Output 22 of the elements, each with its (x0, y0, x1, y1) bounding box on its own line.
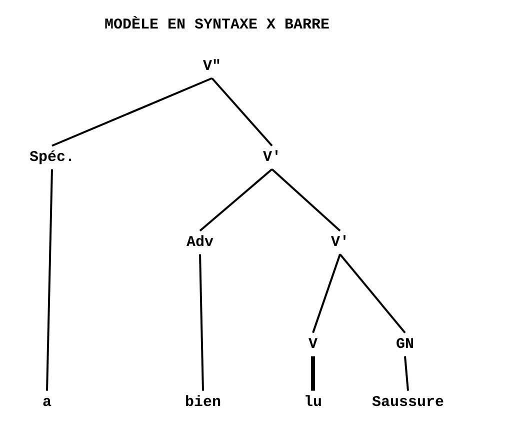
tree-branch (311, 356, 315, 391)
word-label: a (42, 394, 52, 412)
category-label: V (308, 336, 318, 354)
tree-branch (52, 77, 212, 147)
tree-branch (211, 78, 273, 146)
tree-branch (199, 254, 204, 391)
tree-branch (199, 168, 273, 232)
tree-branch (339, 254, 406, 334)
word-label: Saussure (372, 394, 444, 412)
category-label: V' (263, 150, 281, 166)
tree-branch (312, 254, 341, 334)
word-label: bien (185, 394, 221, 412)
category-label: V" (203, 58, 221, 76)
title: MODÈLE EN SYNTAXE X BARRE (104, 16, 330, 34)
category-label: Adv (186, 234, 214, 252)
tree-branch (271, 168, 341, 232)
category-label: V' (331, 234, 349, 252)
category-label: GN (396, 336, 414, 354)
tree-branch (46, 169, 53, 391)
word-label: lu (304, 394, 322, 412)
tree-branch (404, 356, 409, 391)
category-label: Spéc. (30, 150, 74, 166)
